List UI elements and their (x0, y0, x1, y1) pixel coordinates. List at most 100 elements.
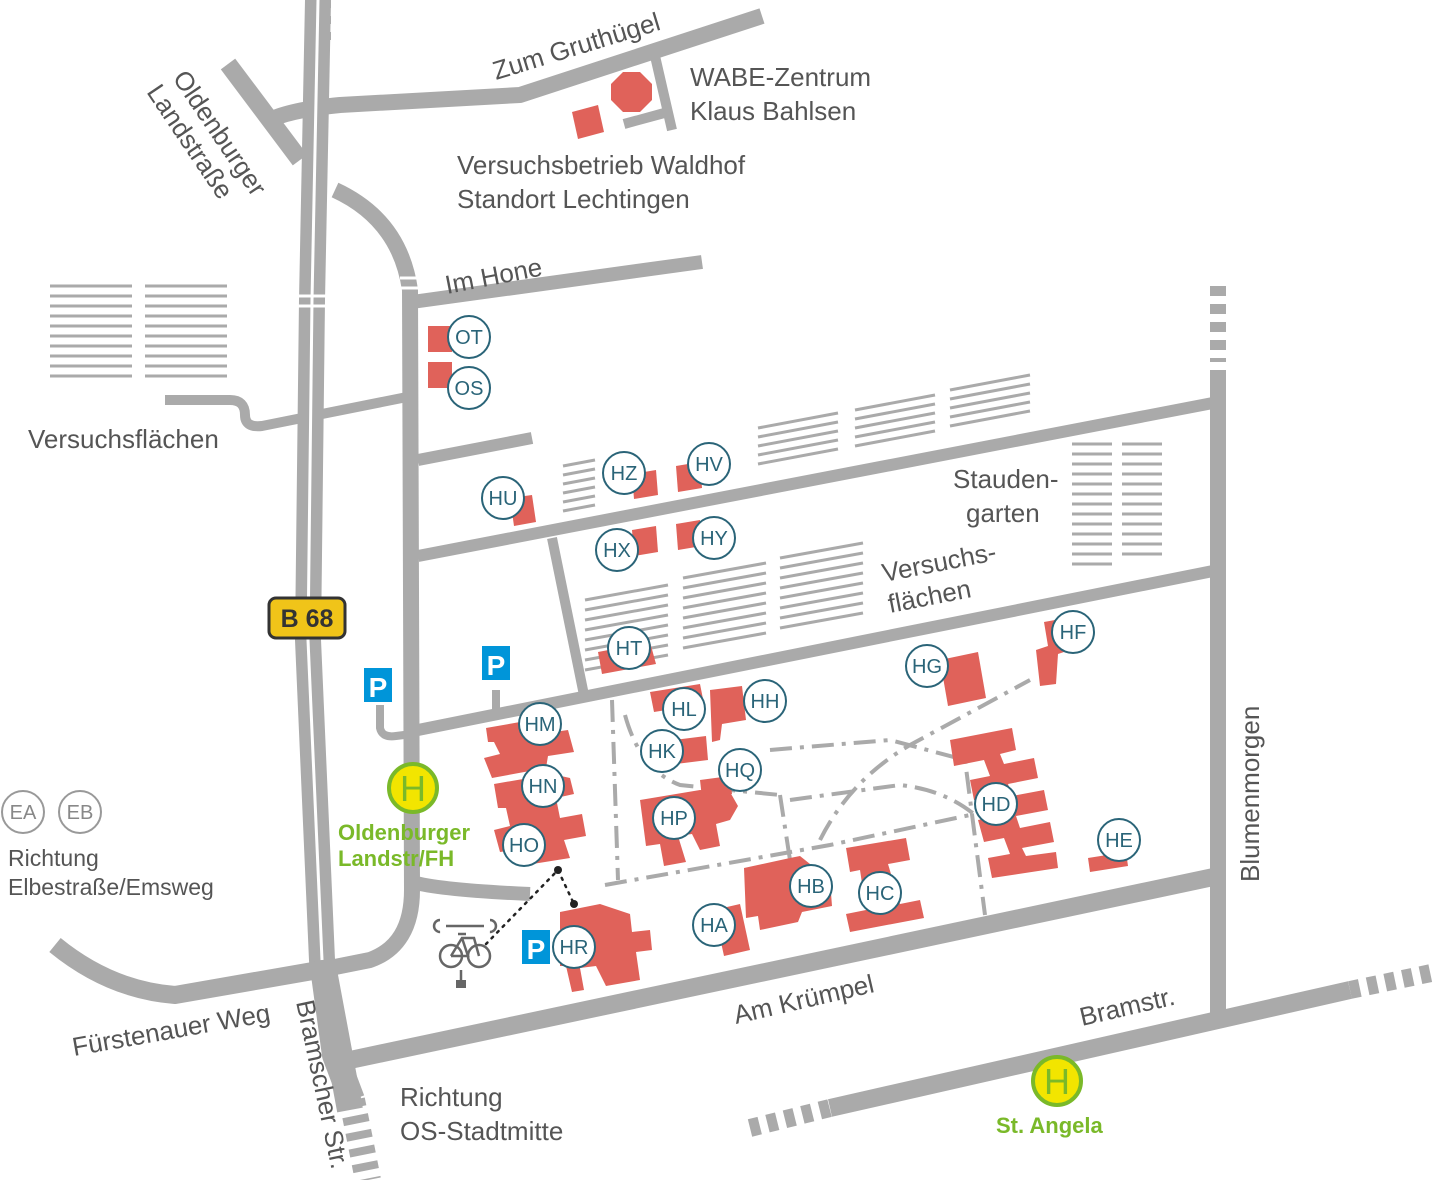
building-marker-label: HY (700, 528, 728, 550)
building-marker-label: HQ (725, 760, 755, 782)
building-marker-ht[interactable]: HT (607, 626, 651, 670)
bus-stop-symbol: H (400, 768, 426, 809)
building-marker-circle (692, 903, 736, 947)
bus-stop-label-st-angela: St. Angela (996, 1113, 1104, 1138)
building-marker-circle (602, 451, 646, 495)
building-marker-circle (1097, 818, 1141, 862)
building-marker-label: HO (509, 835, 539, 857)
place-label-richtung-os-2: OS-Stadtmitte (400, 1116, 563, 1146)
building-marker-hf[interactable]: HF (1051, 610, 1095, 654)
field-north-1 (757, 411, 839, 466)
road-parking-link (376, 705, 413, 741)
building-marker-circle (595, 528, 639, 572)
building-marker-circle (447, 366, 491, 410)
building-marker-label: HD (982, 794, 1011, 816)
b68-label: B 68 (281, 605, 334, 633)
road-im-hone (411, 255, 703, 309)
building-marker-circle (447, 315, 491, 359)
building-marker-he[interactable]: HE (1097, 818, 1141, 862)
building-marker-circle (687, 442, 731, 486)
b68-shield: B 68 (267, 596, 347, 640)
road-bramstr-dash-east (1348, 963, 1436, 999)
building-marker-ho[interactable]: HO (502, 823, 546, 867)
building-marker-circle (858, 871, 902, 915)
place-label-wabe-1: WABE-Zentrum (690, 62, 871, 92)
parking-icon: P (482, 646, 510, 681)
field-middle-2 (682, 561, 767, 650)
field-north-2 (854, 393, 936, 448)
svg-text:P: P (527, 934, 546, 965)
place-label-stauden-2: garten (966, 498, 1040, 528)
field-north-3 (949, 373, 1031, 428)
building-marker-circle (692, 516, 736, 560)
bus-stop-label-2: Landstr/FH (338, 846, 454, 871)
building-marker-hz[interactable]: HZ (602, 451, 646, 495)
place-label-wabe-2: Klaus Bahlsen (690, 96, 856, 126)
building-marker-hr[interactable]: HR (552, 925, 596, 969)
building-marker-hn[interactable]: HN (521, 764, 565, 808)
building-marker-label: EB (67, 802, 94, 824)
road-bramscher-str (309, 958, 365, 1105)
building-marker-hk[interactable]: HK (640, 729, 684, 773)
road-interior-middle (416, 564, 1220, 736)
place-labels: WABE-Zentrum Klaus Bahlsen Versuchsbetri… (8, 62, 1059, 1146)
building-marker-eb[interactable]: EB (58, 790, 102, 834)
bus-stop-icon (1031, 1055, 1083, 1107)
building-marker-hv[interactable]: HV (687, 442, 731, 486)
road-bramstr (828, 981, 1352, 1117)
building-marker-label: HT (616, 638, 643, 660)
building-marker-hp[interactable]: HP (652, 796, 696, 840)
building-marker-hd[interactable]: HD (974, 782, 1018, 826)
building-marker-ot[interactable]: OT (447, 315, 491, 359)
building-marker-label: HK (648, 741, 676, 763)
building-marker-circle (607, 626, 651, 670)
road-am-kruempel (348, 867, 1220, 1069)
building-marker-circle (662, 687, 706, 731)
building-marker-hm[interactable]: HM (518, 702, 562, 746)
bus-stop-oldenburger: H Oldenburger Landstr/FH (338, 762, 470, 871)
building-marker-label: EA (10, 802, 37, 824)
building-marker-hg[interactable]: HG (905, 644, 949, 688)
building-marker-label: HN (529, 776, 558, 798)
building-marker-label: HR (560, 937, 589, 959)
building-marker-hu[interactable]: HU (481, 476, 525, 520)
street-label-fuerstenauer-weg: Fürstenauer Weg (70, 998, 273, 1062)
bicycle-icon (438, 932, 492, 969)
building-marker-hq[interactable]: HQ (718, 748, 762, 792)
building-marker-label: HA (700, 915, 728, 937)
building-marker-hh[interactable]: HH (743, 679, 787, 723)
place-label-richtung-os-1: Richtung (400, 1082, 503, 1112)
road-wabe-access-2 (622, 107, 670, 129)
building-marker-hl[interactable]: HL (662, 687, 706, 731)
parking-icon: P (522, 930, 550, 965)
building-marker-os[interactable]: OS (447, 366, 491, 410)
bus-stop-symbol: H (1044, 1061, 1070, 1102)
building-marker-circle (743, 679, 787, 723)
road-interior-diagonal (547, 537, 590, 701)
building-waldhof (572, 105, 604, 139)
place-label-richtung-elbe-2: Elbestraße/Emsweg (8, 874, 214, 900)
building-marker-hy[interactable]: HY (692, 516, 736, 560)
building-marker-ha[interactable]: HA (692, 903, 736, 947)
building-marker-label: OT (455, 327, 483, 349)
bike-route-dots (484, 866, 578, 946)
bus-stop-icon (387, 762, 439, 814)
building-hg (940, 652, 986, 706)
field-staudengarten-2 (1122, 442, 1162, 556)
building-marker-hb[interactable]: HB (789, 864, 833, 908)
field-small-1 (562, 458, 596, 513)
building-marker-ea[interactable]: EA (1, 790, 45, 834)
place-label-waldhof-1: Versuchsbetrieb Waldhof (457, 150, 746, 180)
building-marker-circle (521, 764, 565, 808)
building-marker-label: HE (1105, 830, 1133, 852)
building-marker-hc[interactable]: HC (858, 871, 902, 915)
place-label-waldhof-2: Standort Lechtingen (457, 184, 690, 214)
building-marker-hx[interactable]: HX (595, 528, 639, 572)
field-hatching (50, 284, 1162, 672)
bus-stop-label-1: Oldenburger (338, 820, 470, 845)
road-bramstr-dash-west (747, 1099, 833, 1137)
parking-signs: P P P (364, 646, 550, 965)
road-bramscher-dash (339, 1097, 381, 1180)
